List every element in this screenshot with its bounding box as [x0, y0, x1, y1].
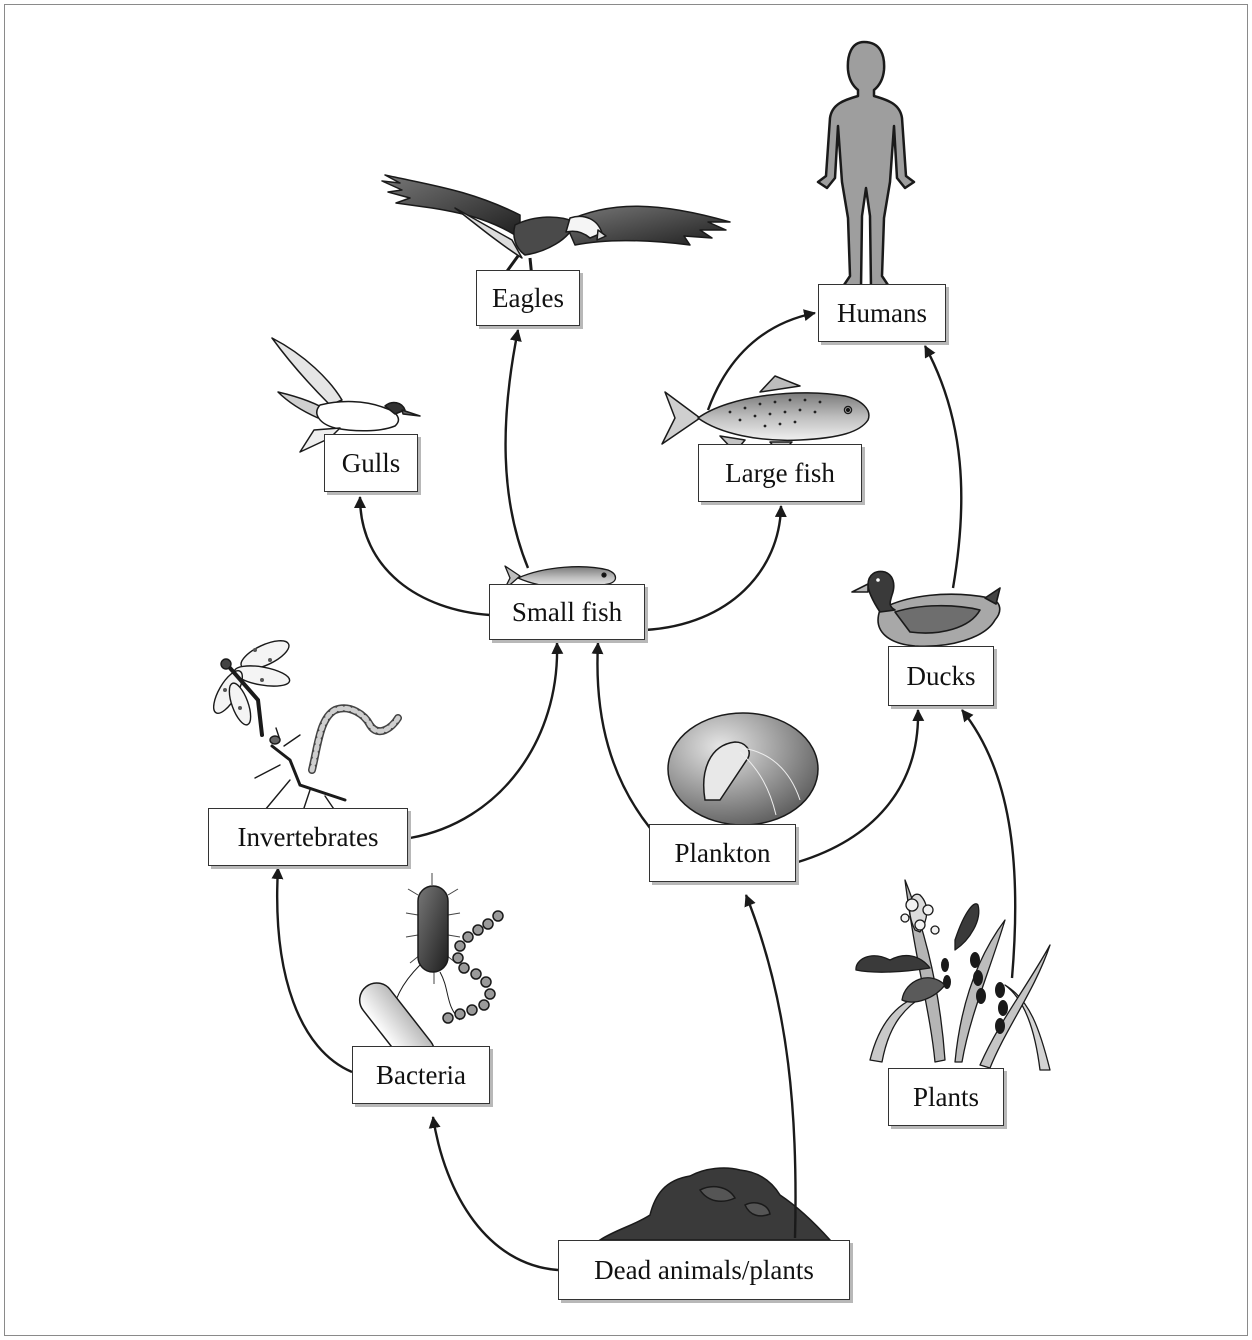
arrow-small-fish-to-eagles [506, 330, 528, 568]
arrow-dead-to-bacteria [433, 1117, 558, 1270]
node-bacteria: Bacteria [352, 1046, 490, 1104]
invertebrates-illustration [208, 635, 398, 820]
node-large-fish: Large fish [698, 444, 862, 502]
node-plankton: Plankton [649, 824, 796, 882]
node-small-fish: Small fish [489, 584, 645, 640]
node-gulls: Gulls [324, 434, 418, 492]
arrow-small-fish-to-gulls [360, 497, 490, 615]
eagle-illustration [382, 175, 730, 278]
arrow-plankton-to-small-fish [597, 643, 650, 828]
plants-illustration [856, 880, 1050, 1070]
node-humans: Humans [818, 284, 946, 342]
large-fish-illustration [662, 376, 869, 454]
plankton-illustration [668, 713, 818, 825]
duck-illustration [852, 572, 1000, 647]
human-illustration [818, 42, 914, 288]
arrow-plankton-to-ducks [798, 710, 918, 862]
node-invertebrates: Invertebrates [208, 808, 408, 866]
arrow-plants-to-ducks [962, 710, 1015, 978]
node-plants: Plants [888, 1068, 1004, 1126]
node-eagles: Eagles [476, 270, 580, 326]
arrow-bacteria-to-invertebrates [277, 868, 352, 1072]
arrow-ducks-to-humans [925, 346, 961, 588]
node-ducks: Ducks [888, 646, 994, 706]
arrow-small-fish-to-large-fish [645, 506, 781, 630]
arrow-invertebrates-to-small-fish [410, 643, 557, 838]
node-dead-animals-plants: Dead animals/plants [558, 1240, 850, 1300]
